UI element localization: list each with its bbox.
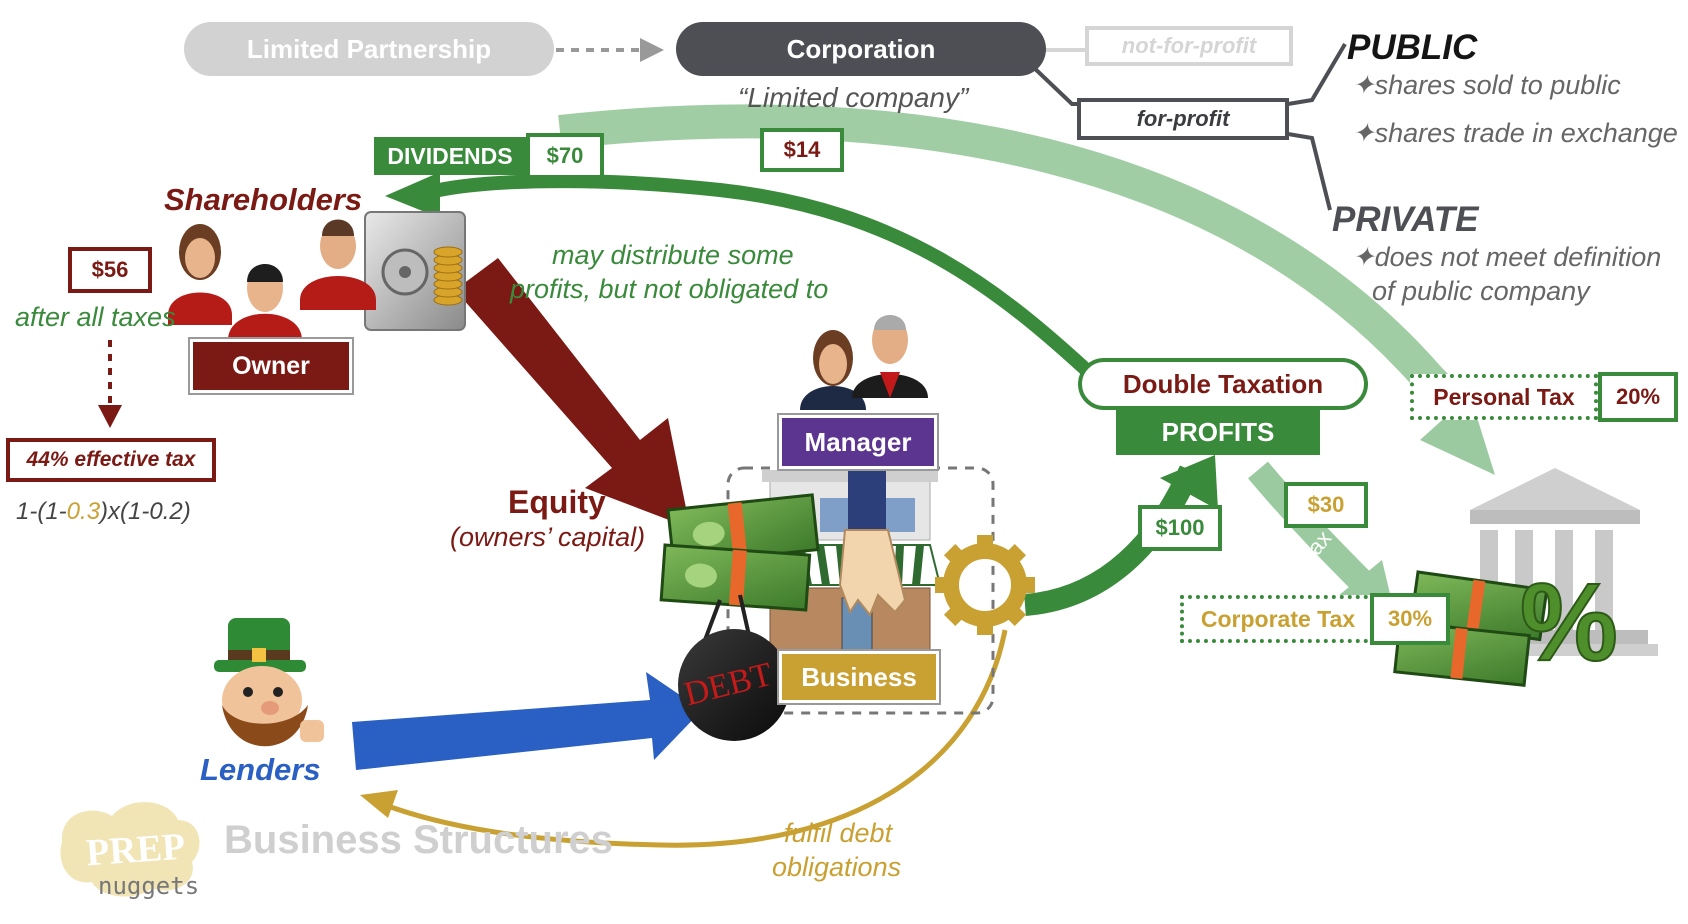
owner-label: Owner xyxy=(232,351,310,380)
distribution-note-line-1: may distribute some xyxy=(552,240,794,270)
dividends-label-box: DIVIDENDS xyxy=(374,137,526,175)
profit-flow-arrow xyxy=(1023,465,1201,616)
footer-title: Business Structures xyxy=(224,818,614,862)
equity-flow-arrow xyxy=(455,258,690,528)
manager-box: Manager xyxy=(782,418,934,466)
debt-note-line-2: obligations xyxy=(772,852,902,882)
limited-company-label: “Limited company” xyxy=(738,82,969,113)
percent-icon: % xyxy=(1520,561,1618,684)
business-boundary xyxy=(726,466,995,715)
formula-part-a: 1-(1- xyxy=(16,498,67,525)
private-bullet-1: ✦does not meet definition xyxy=(1352,242,1662,272)
after-tax-label: after all taxes xyxy=(15,302,176,332)
corporate-tax-label: Corporate Tax xyxy=(1200,605,1356,632)
formula-corporate-rate: 0.3 xyxy=(66,498,101,525)
dividends-flow-arrow xyxy=(428,174,1100,384)
after-tax-value-box: $56 xyxy=(68,247,152,293)
debt-obligation-flow-arrow xyxy=(384,629,1008,848)
profit-value: $100 xyxy=(1155,515,1205,540)
personal-tax-rate: 20% xyxy=(1615,384,1661,409)
corporate-tax-value: $30 xyxy=(1307,492,1345,517)
equity-title: Equity xyxy=(508,484,606,520)
profits-label: PROFITS xyxy=(1161,416,1275,447)
effective-tax-label: 44% effective tax xyxy=(26,448,196,471)
equity-money-icon xyxy=(659,493,820,612)
manager-man-icon xyxy=(852,315,928,398)
lender-leprechaun-icon xyxy=(214,618,324,747)
prep-logo-text: PREP xyxy=(84,825,187,875)
debt-note-line-1: fulfil debt xyxy=(784,818,893,848)
shareholder-woman-icon xyxy=(168,224,232,325)
public-title: PUBLIC xyxy=(1347,28,1478,67)
equity-subtitle: (owners’ capital) xyxy=(450,522,646,552)
owner-icon xyxy=(228,264,302,340)
debt-obligation-arrowhead xyxy=(360,790,398,818)
hand-icon xyxy=(838,455,907,617)
fp-to-private-line xyxy=(1287,132,1332,211)
double-taxation-box: Double Taxation xyxy=(1078,358,1368,410)
profit-value-box: $100 xyxy=(1138,505,1222,551)
personal-tax-flow-arrow xyxy=(558,104,1483,433)
effective-tax-formula: 1-(1-0.3)x(1-0.2) xyxy=(16,498,191,526)
private-title: PRIVATE xyxy=(1332,200,1479,239)
vault-icon xyxy=(364,211,466,331)
profit-flow-arrowhead xyxy=(1160,455,1218,510)
prep-logo-blob xyxy=(60,802,200,897)
limited-partnership-label: Limited Partnership xyxy=(246,33,492,64)
for-profit-box: for-profit xyxy=(1077,98,1289,140)
corp-to-fp-line xyxy=(1028,62,1077,106)
shareholder-man-icon xyxy=(300,219,376,310)
lenders-label: Lenders xyxy=(200,752,321,787)
effective-tax-arrowhead xyxy=(98,405,122,428)
public-bullet-2: ✦shares trade in exchange xyxy=(1352,118,1678,148)
manager-label: Manager xyxy=(804,426,912,457)
corporate-tax-box: Corporate Tax xyxy=(1180,595,1376,643)
corporate-tax-rate: 30% xyxy=(1387,606,1433,631)
dividend-tax-value: $14 xyxy=(783,137,821,162)
personal-tax-rate-box: 20% xyxy=(1598,372,1678,422)
debt-ball-icon xyxy=(678,594,790,741)
personal-tax-box: Personal Tax xyxy=(1410,374,1598,420)
for-profit-label: for-profit xyxy=(1136,106,1230,131)
dividends-flow-arrowhead xyxy=(385,172,440,218)
after-tax-value: $56 xyxy=(91,257,129,282)
corporate-tax-value-box: $30 xyxy=(1284,482,1368,528)
corporate-tax-rate-box: 30% xyxy=(1370,593,1450,645)
corporation-label: Corporation xyxy=(786,33,936,64)
shareholders-title: Shareholders xyxy=(164,182,363,217)
lp-to-corp-arrowhead xyxy=(640,38,664,62)
business-label: Business xyxy=(801,661,917,692)
profits-box: PROFITS xyxy=(1116,409,1320,455)
manager-woman-icon xyxy=(800,330,866,410)
nuggets-logo-text: nuggets xyxy=(98,872,200,900)
formula-part-c: )x(1-0.2) xyxy=(100,498,191,525)
fp-to-public-line xyxy=(1287,42,1347,106)
dividends-value-box: $70 xyxy=(526,133,604,179)
dividends-label: DIVIDENDS xyxy=(387,142,513,169)
owner-box: Owner xyxy=(193,342,349,390)
not-for-profit-label: not-for-profit xyxy=(1121,33,1257,58)
personal-tax-label: Personal Tax xyxy=(1433,383,1575,410)
private-bullet-2: of public company xyxy=(1372,276,1590,306)
limited-partnership-box: Limited Partnership xyxy=(184,22,554,76)
dividends-value: $70 xyxy=(546,143,584,168)
lenders-flow-arrow xyxy=(352,672,702,770)
business-box: Business xyxy=(782,654,936,700)
distribution-note-line-2: profits, but not obligated to xyxy=(510,274,829,304)
not-for-profit-box: not-for-profit xyxy=(1085,26,1293,66)
double-taxation-label: Double Taxation xyxy=(1122,368,1324,399)
dividend-tax-value-box: $14 xyxy=(760,128,844,172)
public-bullet-1: ✦shares sold to public xyxy=(1352,70,1621,100)
effective-tax-box: 44% effective tax xyxy=(6,438,216,482)
gear-icon xyxy=(935,535,1035,635)
corporation-box: Corporation xyxy=(676,22,1046,76)
